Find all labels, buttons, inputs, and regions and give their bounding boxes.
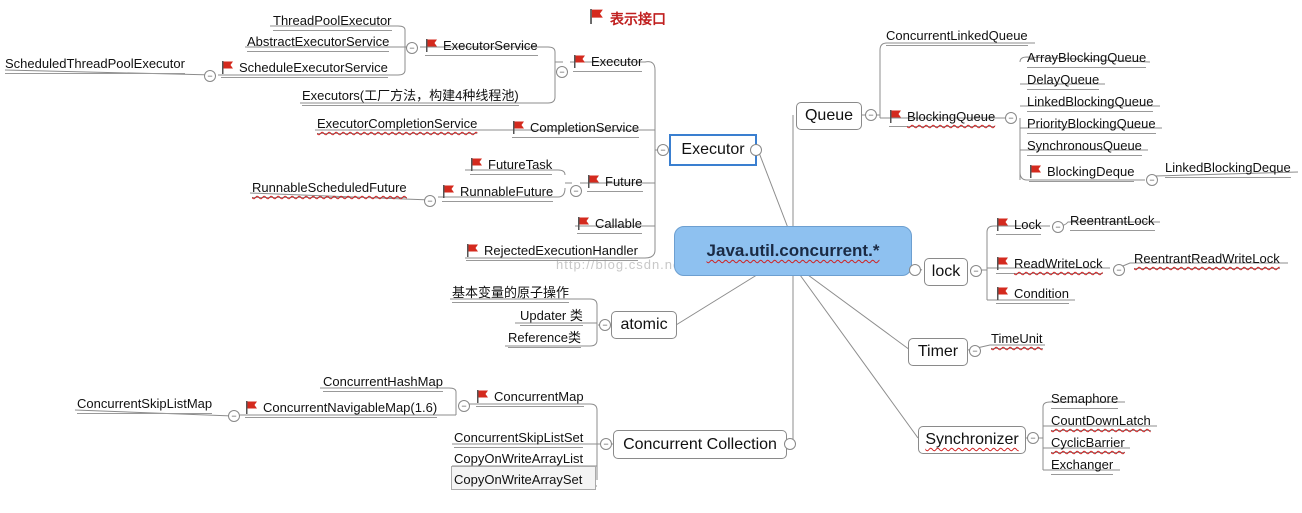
node-timer[interactable]: Timer	[908, 338, 968, 366]
node-runnable-future[interactable]: RunnableFuture	[442, 184, 554, 202]
node-synchronizer[interactable]: Synchronizer	[918, 426, 1026, 454]
node-rejected-execution-handler[interactable]: RejectedExecutionHandler	[466, 243, 638, 261]
queue-item-delay[interactable]: DelayQueue	[1027, 72, 1100, 90]
node-executor-completion-service[interactable]: ExecutorCompletionService	[317, 116, 478, 134]
legend-text: 表示接口	[610, 11, 666, 27]
node-abstract-executor-service[interactable]: AbstractExecutorService	[247, 34, 390, 52]
interface-flag-icon	[889, 110, 902, 123]
node-reentrant-read-write-lock[interactable]: ReentrantReadWriteLock	[1134, 251, 1280, 269]
executor-service-collapse[interactable]: −	[406, 42, 418, 54]
concurrent-map-collapse[interactable]: −	[458, 400, 470, 412]
atomic-item-reference[interactable]: Reference类	[508, 330, 581, 348]
node-condition[interactable]: Condition	[996, 286, 1069, 304]
sync-item-cyclic-barrier[interactable]: CyclicBarrier	[1051, 435, 1125, 453]
node-lock[interactable]: Lock	[996, 217, 1042, 235]
interface-flag-icon	[996, 257, 1009, 270]
executor-main-collapse[interactable]: −	[657, 144, 669, 156]
node-time-unit[interactable]: TimeUnit	[991, 331, 1043, 349]
node-executors[interactable]: Executors(工厂方法，构建4种线程池)	[302, 88, 519, 106]
interface-flag-icon	[442, 185, 455, 198]
blocking-queue-collapse[interactable]: −	[1005, 112, 1017, 124]
node-runnable-scheduled-future[interactable]: RunnableScheduledFuture	[252, 180, 407, 198]
queue-item-priority-blocking[interactable]: PriorityBlockingQueue	[1027, 116, 1156, 134]
interface-flag-icon	[573, 55, 586, 68]
interface-flag-icon	[221, 61, 234, 74]
node-future[interactable]: Future	[587, 174, 643, 192]
interface-flag-icon	[996, 287, 1009, 300]
blocking-deque-collapse[interactable]: −	[1146, 174, 1158, 186]
interface-flag-icon	[577, 217, 590, 230]
node-queue[interactable]: Queue	[796, 102, 862, 130]
atomic-item-basic[interactable]: 基本变量的原子操作	[452, 285, 570, 303]
interface-flag-icon	[425, 39, 438, 52]
interface-flag-icon	[245, 401, 258, 414]
queue-item-synchronous[interactable]: SynchronousQueue	[1027, 138, 1142, 156]
node-completion-service[interactable]: CompletionService	[512, 120, 640, 138]
node-reentrant-lock[interactable]: ReentrantLock	[1070, 213, 1155, 231]
node-executor-main[interactable]: Executor	[669, 134, 757, 166]
node-blocking-queue[interactable]: BlockingQueue	[889, 109, 996, 127]
read-write-lock-collapse[interactable]: −	[1113, 264, 1125, 276]
sync-item-semaphore[interactable]: Semaphore	[1051, 391, 1119, 409]
selection-highlight	[451, 466, 596, 490]
lock-node-collapse[interactable]: −	[1052, 221, 1064, 233]
concurrent-collection-connector[interactable]	[784, 438, 796, 450]
sync-item-exchanger[interactable]: Exchanger	[1051, 457, 1114, 475]
executor-collapse[interactable]: −	[556, 66, 568, 78]
node-executor[interactable]: Executor	[573, 54, 643, 72]
timer-collapse[interactable]: −	[969, 345, 981, 357]
queue-item-linked-blocking[interactable]: LinkedBlockingQueue	[1027, 94, 1154, 112]
interface-flag-icon	[1029, 165, 1042, 178]
executor-main-label: Executor	[681, 141, 745, 158]
node-concurrent-linked-queue[interactable]: ConcurrentLinkedQueue	[886, 28, 1028, 46]
node-concurrent-collection[interactable]: Concurrent Collection	[613, 430, 787, 459]
interface-flag-icon	[466, 244, 479, 257]
atomic-collapse[interactable]: −	[599, 319, 611, 331]
interface-flag-icon	[476, 390, 489, 403]
center-label: Java.util.concurrent.*	[706, 241, 880, 260]
sync-item-count-down-latch[interactable]: CountDownLatch	[1051, 413, 1151, 431]
interface-flag-icon	[587, 175, 600, 188]
runnable-future-collapse[interactable]: −	[424, 195, 436, 207]
legend-interface-flag: 表示接口	[588, 9, 666, 29]
synchronizer-collapse[interactable]: −	[1027, 432, 1039, 444]
interface-flag-icon	[512, 121, 525, 134]
node-concurrent-skip-list-map[interactable]: ConcurrentSkipListMap	[77, 396, 213, 414]
node-read-write-lock[interactable]: ReadWriteLock	[996, 256, 1103, 274]
center-collapse-toggle[interactable]	[909, 264, 921, 276]
node-concurrent-map[interactable]: ConcurrentMap	[476, 389, 584, 407]
node-callable[interactable]: Callable	[577, 216, 642, 234]
node-lock-package[interactable]: lock	[924, 258, 968, 286]
node-linked-blocking-deque[interactable]: LinkedBlockingDeque	[1165, 160, 1291, 178]
concurrent-navigable-map-collapse[interactable]: −	[228, 410, 240, 422]
interface-flag-icon	[470, 158, 483, 171]
node-concurrent-skip-list-set[interactable]: ConcurrentSkipListSet	[454, 430, 584, 448]
executor-main-connector[interactable]	[750, 144, 762, 156]
queue-collapse[interactable]: −	[865, 109, 877, 121]
lock-collapse[interactable]: −	[970, 265, 982, 277]
node-atomic[interactable]: atomic	[611, 311, 677, 339]
concurrent-collection-collapse[interactable]: −	[600, 438, 612, 450]
future-collapse[interactable]: −	[570, 185, 582, 197]
node-executor-service[interactable]: ExecutorService	[425, 38, 538, 56]
queue-item-array-blocking[interactable]: ArrayBlockingQueue	[1027, 50, 1147, 68]
node-schedule-executor-service[interactable]: ScheduleExecutorService	[221, 60, 388, 78]
node-concurrent-navigable-map[interactable]: ConcurrentNavigableMap(1.6)	[245, 400, 438, 418]
node-thread-pool-executor[interactable]: ThreadPoolExecutor	[273, 13, 392, 31]
node-blocking-deque[interactable]: BlockingDeque	[1029, 164, 1135, 182]
node-scheduled-thread-pool-executor[interactable]: ScheduledThreadPoolExecutor	[5, 56, 185, 74]
center-node[interactable]: Java.util.concurrent.*	[674, 226, 912, 276]
schedule-executor-service-collapse[interactable]: −	[204, 70, 216, 82]
node-future-task[interactable]: FutureTask	[470, 157, 553, 175]
node-copy-on-write-array-set[interactable]: CopyOnWriteArraySet	[454, 472, 583, 487]
atomic-item-updater[interactable]: Updater 类	[520, 308, 583, 326]
interface-flag-icon	[996, 218, 1009, 231]
node-concurrent-hash-map[interactable]: ConcurrentHashMap	[323, 374, 443, 392]
